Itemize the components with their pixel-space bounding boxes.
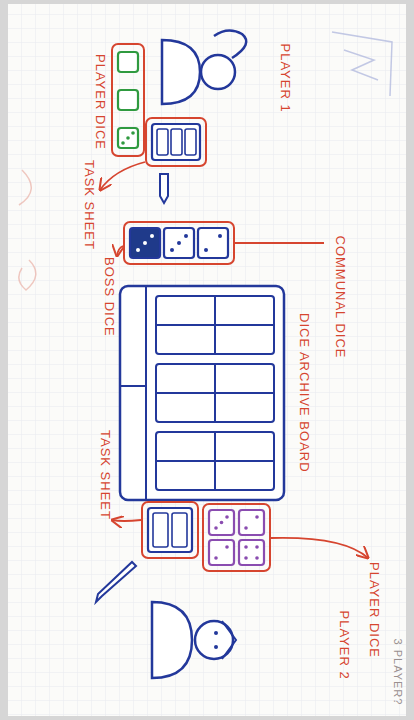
- player-eye: [214, 631, 218, 635]
- die-pip: [255, 515, 259, 519]
- dice-bracket: [203, 504, 270, 571]
- leader-arrow: [271, 538, 368, 558]
- label-text: COMMUNAL DICE: [333, 236, 347, 359]
- die-pip: [255, 545, 259, 549]
- die-pip: [218, 234, 222, 238]
- die-pip: [121, 141, 125, 145]
- die-pip: [225, 545, 229, 549]
- board-strip: [120, 286, 146, 500]
- player-head: [201, 55, 235, 89]
- die-pip: [184, 234, 188, 238]
- leader-arrow: [112, 520, 141, 521]
- player-die: [118, 90, 138, 110]
- label-text: 3 PLAYER?: [392, 639, 404, 706]
- die-pip: [255, 556, 259, 560]
- die-pip: [143, 241, 147, 245]
- player-die: [239, 540, 264, 565]
- task-slot: [157, 129, 168, 155]
- pencil: [160, 174, 168, 203]
- die-pip: [177, 241, 181, 245]
- archive-grid: [156, 296, 274, 354]
- archive-grid: [156, 364, 274, 422]
- player-die: [209, 540, 234, 565]
- label-text: PLAYER DICE: [93, 54, 107, 150]
- player-body: [162, 40, 200, 104]
- label-text: BOSS DICE: [102, 257, 116, 337]
- die-pip: [244, 556, 248, 560]
- label-text: PLAYER 2: [337, 611, 351, 680]
- sheet-bracket: [146, 118, 206, 166]
- die-pip: [204, 248, 208, 252]
- die-pip: [244, 545, 248, 549]
- task-sheet: [152, 124, 200, 160]
- archive-grid: [156, 432, 274, 490]
- player-die: [239, 510, 264, 535]
- die-pip: [225, 515, 229, 519]
- player-die: [118, 128, 138, 148]
- leader-arrow: [117, 246, 123, 256]
- leader-arrow: [100, 162, 145, 190]
- archive-grid: [156, 296, 274, 354]
- player-body: [152, 602, 192, 678]
- faint-doodle: [332, 32, 392, 96]
- die-pip: [150, 234, 154, 238]
- die-pip: [136, 248, 140, 252]
- archive-board: [120, 286, 284, 500]
- player-hair: [222, 621, 236, 659]
- die-pip: [214, 556, 218, 560]
- label-text: DICE ARCHIVE BOARD: [297, 313, 311, 473]
- die-pip: [214, 526, 218, 530]
- faint-doodle: [19, 170, 36, 290]
- label-text: PLAYER 1: [278, 44, 292, 113]
- die-pip: [170, 248, 174, 252]
- boss-die: [130, 228, 160, 258]
- die-pip: [131, 131, 135, 135]
- label-text: TASK SHEET: [98, 430, 112, 520]
- task-slot: [153, 513, 168, 547]
- task-slot: [171, 129, 182, 155]
- task-slot: [172, 513, 187, 547]
- die-pip: [126, 136, 130, 140]
- sheet-bracket: [142, 502, 198, 558]
- task-slot: [185, 129, 196, 155]
- archive-grid: [156, 432, 274, 490]
- dice-bracket: [112, 44, 144, 156]
- dice-bracket: [124, 222, 234, 264]
- label-text: PLAYER DICE: [367, 562, 381, 658]
- die-pip: [244, 526, 248, 530]
- label-text: TASK SHEET: [82, 160, 96, 250]
- player-eye: [214, 645, 218, 649]
- player-die: [118, 52, 138, 72]
- pencil: [96, 562, 136, 602]
- player-die: [209, 510, 234, 535]
- paper-grid: [8, 4, 406, 716]
- communal-die: [198, 228, 228, 258]
- die-pip: [220, 521, 224, 525]
- communal-die: [164, 228, 194, 258]
- leader-line: [234, 242, 324, 244]
- archive-grid: [156, 364, 274, 422]
- paper: [8, 4, 406, 716]
- task-sheet: [148, 508, 192, 552]
